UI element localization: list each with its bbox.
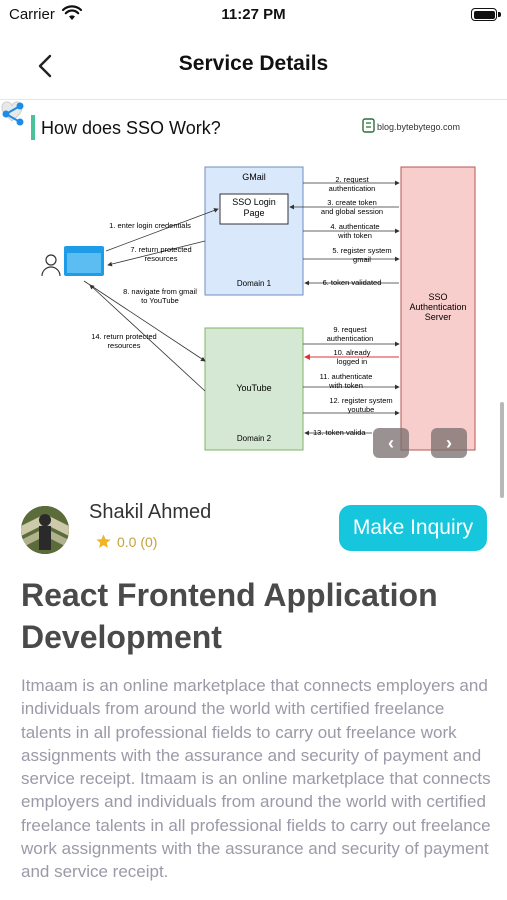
step4-label-1: 4. authenticate [330, 222, 379, 231]
step10-label-1: 10. already [333, 348, 370, 357]
sso-server-line1: SSO [428, 292, 447, 302]
scrollbar-thumb[interactable] [500, 402, 504, 498]
step12-label-2: youtube [348, 405, 375, 414]
rating-value: 0.0 (0) [117, 533, 158, 550]
domain1-box [204, 166, 304, 296]
sso-login-line1: SSO Login [232, 197, 276, 207]
clock: 11:27 PM [221, 6, 286, 23]
service-image-carousel[interactable]: How does SSO Work? blog.bytebytego.com G… [0, 101, 507, 490]
step9-label-1: 9. request [333, 325, 367, 334]
step11-label-2: with token [328, 381, 363, 390]
page-title: Service Details [178, 52, 329, 75]
sso-server-line3: Server [425, 312, 452, 322]
share-icon[interactable] [0, 101, 26, 127]
step4-label-2: with token [337, 231, 372, 240]
step14-label-1: 14. return protected [91, 332, 156, 341]
step3-label-1: 3. create token [327, 198, 377, 207]
wifi-icon [62, 5, 82, 20]
step5-label-2: gmail [353, 255, 371, 264]
avatar-image [21, 506, 69, 554]
step13-label: 13. token valida [313, 428, 366, 437]
carousel-next-button[interactable]: › [431, 428, 467, 458]
seller-rating: 0.0 (0) [95, 533, 157, 550]
step5-label-1: 5. register system [332, 246, 391, 255]
sso-login-line2: Page [243, 208, 264, 218]
step8-label-2: to YouTube [141, 296, 179, 305]
gmail-label: GMail [242, 172, 266, 182]
youtube-label: YouTube [236, 383, 271, 393]
seller-name[interactable]: Shakil Ahmed [89, 501, 212, 523]
service-description: Itmaam is an online marketplace that con… [21, 676, 491, 882]
sso-diagram-image: How does SSO Work? blog.bytebytego.com G… [31, 115, 476, 451]
step6-label: 6. token validated [323, 278, 382, 287]
make-inquiry-button[interactable]: Make Inquiry [339, 505, 487, 551]
step2-label-1: 2. request [335, 175, 369, 184]
domain2-box [204, 327, 304, 451]
step10-label-2: logged in [337, 357, 367, 366]
step1-label: 1. enter login credentials [109, 221, 191, 230]
service-title: React Frontend Application Development [21, 577, 438, 655]
heading-accent-bar [31, 115, 35, 140]
sso-server-line2: Authentication [409, 302, 466, 312]
battery-cap [498, 12, 501, 17]
step7-label-2: resources [145, 254, 178, 263]
navigation-bar: Service Details [0, 30, 507, 100]
bytebytego-logo-icon [362, 118, 375, 133]
carousel-prev-button[interactable]: ‹ [373, 428, 409, 458]
browser-icon [64, 246, 104, 276]
diagram-heading: How does SSO Work? [41, 118, 221, 138]
diagram-watermark: blog.bytebytego.com [377, 122, 460, 132]
carrier-label: Carrier [9, 6, 55, 23]
step7-label-1: 7. return protected [130, 245, 191, 254]
step14-label-2: resources [108, 341, 141, 350]
seller-avatar[interactable] [21, 506, 69, 554]
step12-label-1: 12. register system [329, 396, 392, 405]
domain2-label: Domain 2 [237, 434, 272, 443]
step8-label-1: 8. navigate from gmail [123, 287, 197, 296]
back-chevron-icon[interactable] [30, 50, 62, 82]
step3-label-2: and global session [321, 207, 383, 216]
star-icon [96, 534, 111, 548]
user-icon [41, 254, 61, 277]
step9-label-2: authentication [327, 334, 374, 343]
domain1-label: Domain 1 [237, 279, 272, 288]
sso-login-page-box [219, 193, 289, 225]
status-bar: Carrier 11:27 PM [0, 0, 507, 30]
step11-label-1: 11. authenticate [320, 372, 373, 381]
step2-label-2: authentication [329, 184, 376, 193]
battery-icon [471, 8, 497, 21]
